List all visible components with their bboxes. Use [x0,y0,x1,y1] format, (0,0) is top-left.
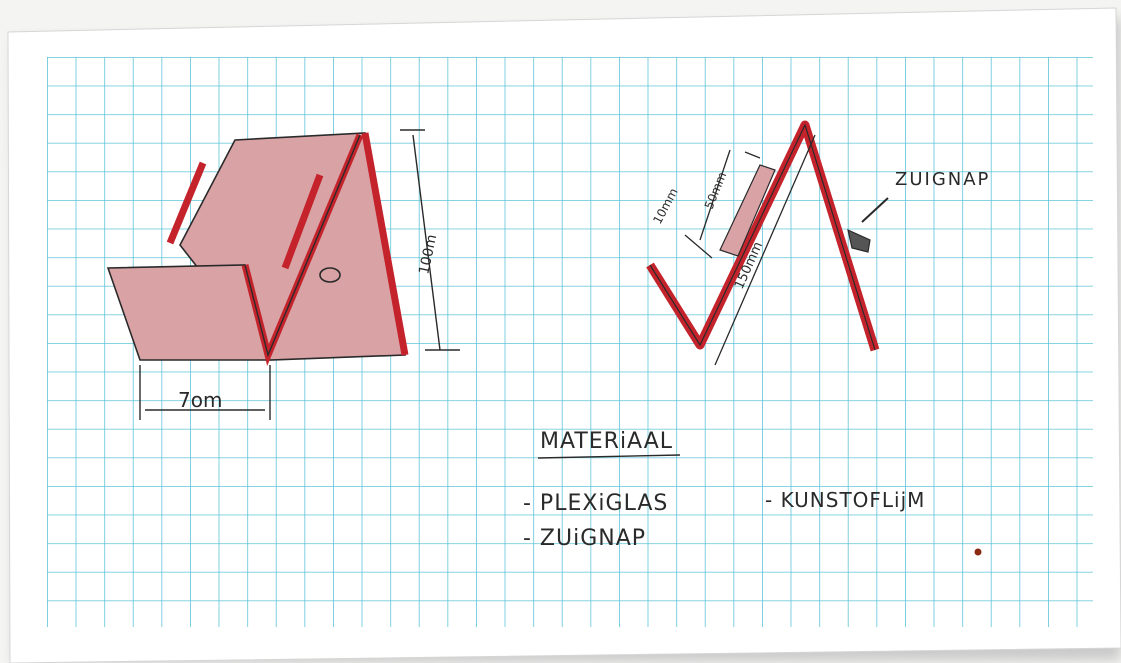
material-item-suction-cup: - ZUiGNAP [523,526,646,551]
material-item-glue: - KUNSTOFLijM [765,488,925,512]
material-item-plexiglas: - PLEXiGLAS [523,491,668,516]
suction-cup-label: ZUIGNAP [895,169,990,190]
heading-underline [537,454,681,459]
materials-heading: MATERiAAL [540,429,673,454]
left-holder-drawing [106,129,460,420]
right-holder-drawing [646,120,889,366]
ink-dot [974,548,982,556]
dimension-width-label: 7om [178,388,222,412]
